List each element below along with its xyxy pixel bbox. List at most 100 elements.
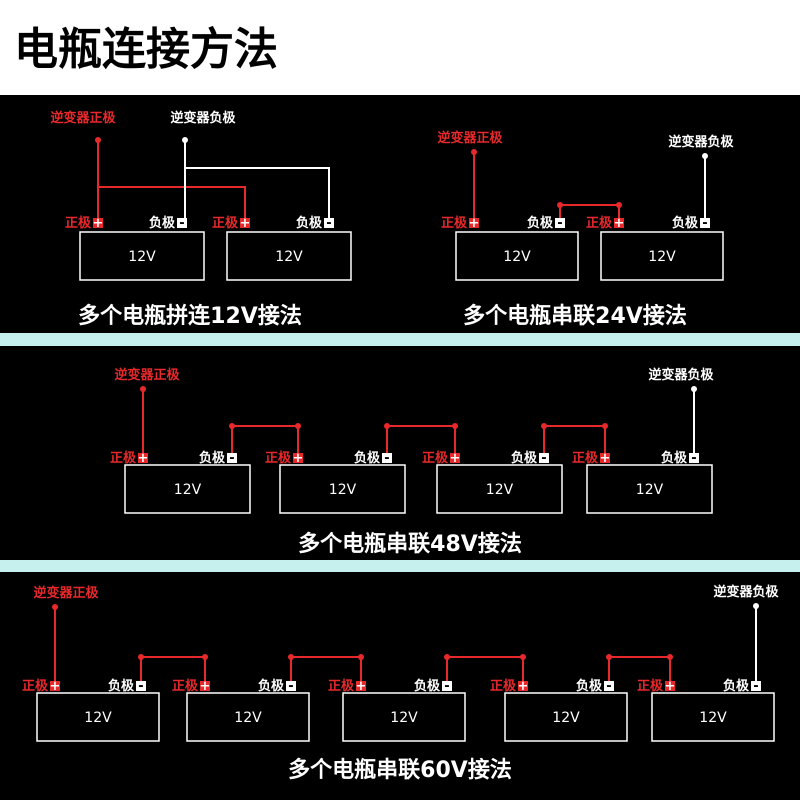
- series-60v-battery-2-negative-terminal-symbol: -: [288, 679, 293, 694]
- series-48v-battery-4-positive-terminal: [600, 453, 610, 463]
- series-60v-battery-4: [504, 692, 628, 742]
- series-48v-battery-2-voltage: 12V: [329, 482, 357, 498]
- series-60v-battery-5-voltage: 12V: [699, 710, 727, 726]
- series-48v-series-wire-1: [231, 425, 299, 453]
- series-60v-battery-1-negative-label: 负极: [108, 678, 135, 694]
- series-48v-battery-4: [586, 464, 713, 514]
- series-60v-series-wire-4: [608, 656, 671, 681]
- series-48v-battery-2: [279, 464, 406, 514]
- series-60v-series-wire-2-node-b: [358, 654, 364, 660]
- series-48v-series-wire-3: [543, 425, 606, 453]
- series-60v-battery-2: [186, 692, 310, 742]
- series-48v-battery-4-negative-label: 负极: [661, 450, 688, 466]
- parallel-12v-battery-1-voltage: 12V: [128, 249, 156, 265]
- series-24v-battery-1-positive-label: 正极: [441, 215, 468, 231]
- series-48v-battery-2-positive-label: 正极: [265, 450, 292, 466]
- series-60v-battery-1-positive-label: 正极: [22, 678, 49, 694]
- series-48v-battery-2-negative-terminal-symbol: -: [384, 451, 389, 466]
- series-60v-battery-3-positive-label: 正极: [328, 678, 355, 694]
- series-48v-battery-4-negative-terminal-symbol: -: [691, 451, 696, 466]
- series-60v-battery-2-positive-terminal-symbol: +: [200, 679, 211, 694]
- diagram-background: [0, 95, 800, 800]
- page-title: 电瓶连接方法: [14, 24, 278, 75]
- series-60v-battery-5-negative-terminal-symbol: -: [753, 679, 758, 694]
- parallel-12v-battery-2-positive-label: 正极: [212, 215, 239, 231]
- series-60v-battery-3-positive-terminal: [356, 681, 366, 691]
- series-60v-inverter-negative-node: [753, 603, 759, 609]
- series-24v-inverter-negative-label: 逆变器负极: [668, 134, 734, 150]
- series-60v-series-wire-3: [446, 656, 524, 681]
- series-48v-battery-1-positive-terminal: [138, 453, 148, 463]
- series-60v-battery-1-voltage: 12V: [84, 710, 112, 726]
- series-24v-battery-2-negative-terminal: [700, 218, 710, 228]
- series-48v-series-wire-2-node-b: [452, 423, 458, 429]
- series-48v-battery-1-voltage: 12V: [174, 482, 202, 498]
- series-48v-battery-1-positive-label: 正极: [110, 450, 137, 466]
- series-24v-series-wire-1: [559, 204, 620, 218]
- series-24v-battery-1-negative-label: 负极: [527, 215, 554, 231]
- series-24v-battery-2-negative-label: 负极: [672, 215, 699, 231]
- divider-2: [0, 560, 800, 572]
- parallel-12v-battery-1-positive-terminal-symbol: +: [93, 216, 104, 231]
- series-60v-battery-5-negative-terminal: [751, 681, 761, 691]
- series-48v-series-wire-2-node-a: [384, 423, 390, 429]
- series-60v-battery-5-positive-label: 正极: [637, 678, 664, 694]
- series-24v-battery-1-positive-terminal-symbol: +: [469, 216, 480, 231]
- parallel-12v-inverter-negative-label: 逆变器负极: [170, 110, 236, 126]
- caption-series-48v: 多个电瓶串联48V接法: [298, 531, 522, 557]
- series-48v-battery-3-negative-terminal: [539, 453, 549, 463]
- series-48v-battery-3-positive-terminal: [450, 453, 460, 463]
- series-48v-battery-4-positive-terminal-symbol: +: [600, 451, 611, 466]
- series-60v-battery-1-positive-terminal-symbol: +: [50, 679, 61, 694]
- parallel-12v-positive-wire-2: [98, 186, 246, 218]
- wiring-layer: 12V+-正极负极12V+-正极负极逆变器正极逆变器负极12V+-正极负极12V…: [22, 110, 779, 742]
- series-24v-battery-1-negative-terminal: [555, 218, 565, 228]
- series-60v-inverter-positive-node: [52, 604, 58, 610]
- series-60v-inverter-positive-label: 逆变器正极: [33, 585, 99, 601]
- series-48v-battery-2-negative-terminal: [382, 453, 392, 463]
- series-48v-battery-3: [436, 464, 563, 514]
- series-60v-battery-2-positive-label: 正极: [172, 678, 199, 694]
- caption-parallel-12v: 多个电瓶拼连12V接法: [78, 303, 302, 329]
- parallel-12v-battery-1-negative-terminal: [177, 218, 187, 228]
- series-48v-battery-2-positive-terminal-symbol: +: [293, 451, 304, 466]
- series-60v-series-wire-1-node-a: [138, 654, 144, 660]
- series-60v-battery-4-positive-terminal: [518, 681, 528, 691]
- series-24v-battery-1-voltage: 12V: [503, 249, 531, 265]
- series-60v-series-wire-1-node-b: [202, 654, 208, 660]
- series-48v-battery-3-negative-label: 负极: [511, 450, 538, 466]
- series-48v-battery-1-negative-label: 负极: [199, 450, 226, 466]
- parallel-12v-battery-1-negative-label: 负极: [149, 215, 176, 231]
- series-48v-series-wire-3-node-a: [541, 423, 547, 429]
- series-48v-battery-3-positive-label: 正极: [422, 450, 449, 466]
- series-60v-battery-5-positive-terminal: [665, 681, 675, 691]
- series-24v-inverter-positive-label: 逆变器正极: [437, 130, 503, 146]
- series-60v-battery-2-negative-terminal: [286, 681, 296, 691]
- series-60v-series-wire-1: [140, 656, 206, 681]
- series-60v-battery-4-voltage: 12V: [552, 710, 580, 726]
- series-24v-battery-2: [600, 231, 724, 281]
- series-48v-battery-1-negative-terminal-symbol: -: [229, 451, 234, 466]
- series-60v-battery-1-negative-terminal-symbol: -: [138, 679, 143, 694]
- series-60v-series-wire-4-node-b: [667, 654, 673, 660]
- series-60v-battery-3-positive-terminal-symbol: +: [356, 679, 367, 694]
- series-60v-inverter-negative-label: 逆变器负极: [713, 584, 779, 600]
- series-24v-battery-2-positive-terminal-symbol: +: [614, 216, 625, 231]
- series-48v-battery-3-negative-terminal-symbol: -: [541, 451, 546, 466]
- series-48v-battery-1-positive-terminal-symbol: +: [138, 451, 149, 466]
- series-60v-battery-3-negative-terminal: [442, 681, 452, 691]
- series-24v-battery-1-negative-terminal-symbol: -: [557, 216, 562, 231]
- series-48v-series-wire-1-node-a: [229, 423, 235, 429]
- series-60v-series-wire-2-node-a: [288, 654, 294, 660]
- parallel-12v-battery-2-voltage: 12V: [275, 249, 303, 265]
- parallel-12v-inverter-positive-label: 逆变器正极: [50, 110, 116, 126]
- series-24v-battery-1: [455, 231, 579, 281]
- parallel-12v-battery-2-negative-terminal-symbol: -: [326, 216, 331, 231]
- series-60v-battery-3: [342, 692, 466, 742]
- series-48v-inverter-positive-label: 逆变器正极: [114, 367, 180, 383]
- parallel-12v-battery-1-positive-label: 正极: [65, 215, 92, 231]
- series-60v-series-wire-2: [290, 656, 362, 681]
- series-48v-series-wire-1-node-b: [295, 423, 301, 429]
- parallel-12v-battery-2: [226, 231, 352, 281]
